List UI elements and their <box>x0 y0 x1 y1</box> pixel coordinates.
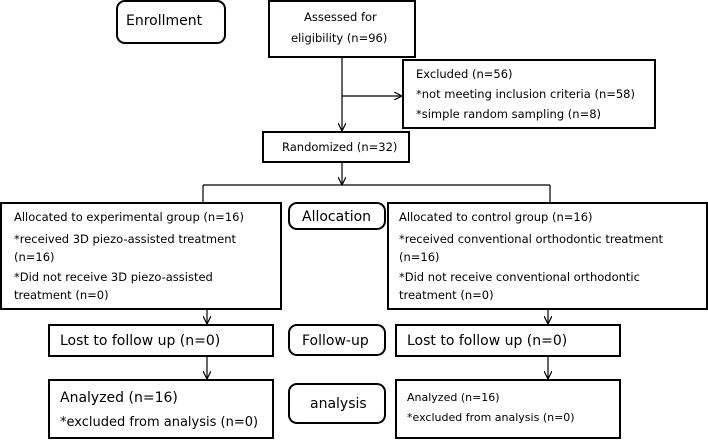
allocation-label: Allocation <box>302 209 372 225</box>
enrollment-label-box: Enrollment <box>116 0 226 44</box>
experimental-line2: *received 3D piezo-assisted treatment <box>14 232 237 246</box>
analysis-label: analysis <box>310 396 367 412</box>
experimental-group-box: Allocated to experimental group (n=16) *… <box>0 202 282 310</box>
experimental-line4: *Did not receive 3D piezo-assisted <box>14 270 213 284</box>
control-group-box: Allocated to control group (n=16) *recei… <box>387 202 708 310</box>
control-line2: *received conventional orthodontic treat… <box>399 232 664 246</box>
followup-label: Follow-up <box>302 333 369 349</box>
experimental-line1: Allocated to experimental group (n=16) <box>14 210 244 224</box>
allocation-label-box: Allocation <box>288 202 386 230</box>
analyzed-right-box: Analyzed (n=16) *excluded from analysis … <box>395 379 621 439</box>
assessed-line1: Assessed for <box>304 10 377 24</box>
lost-followup-right-label: Lost to follow up (n=0) <box>407 333 568 349</box>
followup-label-box: Follow-up <box>288 324 386 356</box>
analysis-label-box: analysis <box>288 383 386 424</box>
excluded-line3: *simple random sampling (n=8) <box>416 107 602 121</box>
lost-followup-left-label: Lost to follow up (n=0) <box>60 333 221 349</box>
control-line5: treatment (n=0) <box>399 288 494 302</box>
lost-followup-right-box: Lost to follow up (n=0) <box>395 324 621 357</box>
assessed-line2: eligibility (n=96) <box>291 31 388 45</box>
randomized-box: Randomized (n=32) <box>262 131 410 163</box>
experimental-line3: (n=16) <box>14 250 55 264</box>
experimental-line5: treatment (n=0) <box>14 288 109 302</box>
excluded-line1: Excluded (n=56) <box>416 67 513 81</box>
excluded-line2: *not meeting inclusion criteria (n=58) <box>416 87 635 101</box>
excluded-box: Excluded (n=56) *not meeting inclusion c… <box>402 59 656 129</box>
control-line4: *Did not receive conventional orthodonti… <box>399 270 640 284</box>
analyzed-left-box: Analyzed (n=16) *excluded from analysis … <box>48 379 274 439</box>
analyzed-left-line2: *excluded from analysis (n=0) <box>60 415 259 430</box>
control-line3: (n=16) <box>399 250 440 264</box>
analyzed-left-line1: Analyzed (n=16) <box>60 390 178 406</box>
assessed-box: Assessed for eligibility (n=96) <box>268 0 416 58</box>
enrollment-label: Enrollment <box>126 13 203 29</box>
lost-followup-left-box: Lost to follow up (n=0) <box>48 324 274 357</box>
analyzed-right-line2: *excluded from analysis (n=0) <box>407 411 575 424</box>
control-line1: Allocated to control group (n=16) <box>399 210 593 224</box>
randomized-label: Randomized (n=32) <box>282 140 398 154</box>
analyzed-right-line1: Analyzed (n=16) <box>407 391 500 404</box>
